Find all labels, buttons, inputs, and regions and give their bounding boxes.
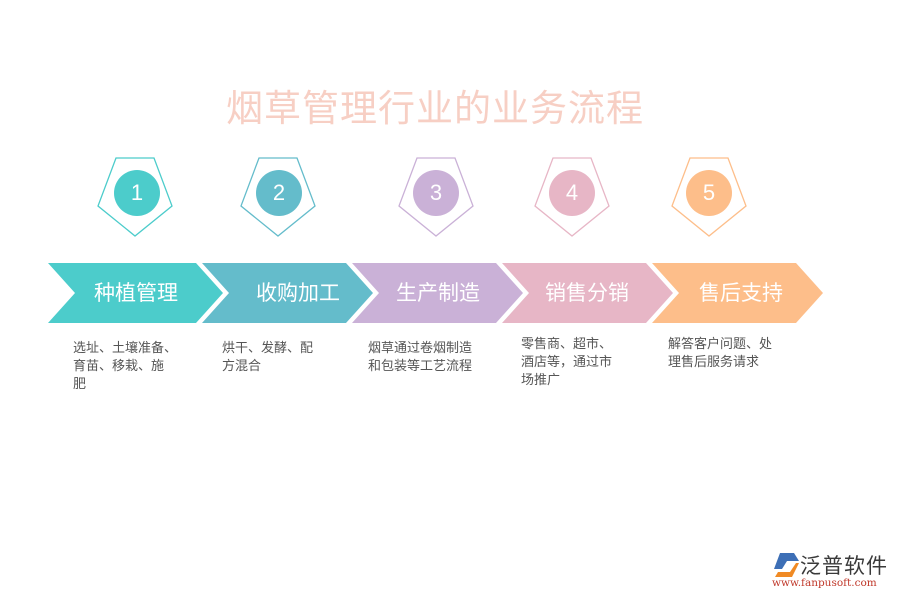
pentagon-outline-5 <box>671 157 747 237</box>
fanpu-logo-icon <box>774 553 799 577</box>
diagram-title: 烟草管理行业的业务流程 <box>226 87 644 130</box>
step-number-badge-3: 3 <box>413 170 459 216</box>
step-label-2: 收购加工 <box>256 281 340 305</box>
step-label-1: 种植管理 <box>94 281 178 305</box>
pentagon-outline-3 <box>398 157 474 237</box>
step-label-5: 售后支持 <box>699 281 783 305</box>
brand-name: 泛普软件 <box>800 554 888 578</box>
step-label-3: 生产制造 <box>396 281 480 305</box>
step-description-4: 零售商、超市、 酒店等，通过市 场推广 <box>521 337 613 388</box>
brand-logo: 泛普软件 www.fanpusoft.com <box>770 550 895 595</box>
chevron-shape-1 <box>48 263 223 323</box>
chevron-shape-3 <box>352 263 523 323</box>
step-number-badge-2: 2 <box>256 170 302 216</box>
pentagon-outline-1 <box>97 157 173 237</box>
step-description-5: 解答客户问题、处 理售后服务请求 <box>668 337 773 370</box>
step-number-badge-5: 5 <box>686 170 732 216</box>
pentagon-outline-4 <box>534 157 610 237</box>
step-description-2: 烘干、发酵、配 方混合 <box>222 341 314 374</box>
brand-url: www.fanpusoft.com <box>772 577 877 589</box>
step-description-1: 选址、土壤准备、 育苗、移栽、施 肥 <box>73 341 178 392</box>
step-number-badge-4: 4 <box>549 170 595 216</box>
pentagon-outline-2 <box>240 157 316 237</box>
step-number-badge-1: 1 <box>114 170 160 216</box>
step-label-4: 销售分销 <box>545 281 629 305</box>
chevron-shape-5 <box>652 263 823 323</box>
step-description-3: 烟草通过卷烟制造 和包装等工艺流程 <box>368 341 473 374</box>
chevron-shape-4 <box>502 263 673 323</box>
chevron-shape-2 <box>202 263 373 323</box>
